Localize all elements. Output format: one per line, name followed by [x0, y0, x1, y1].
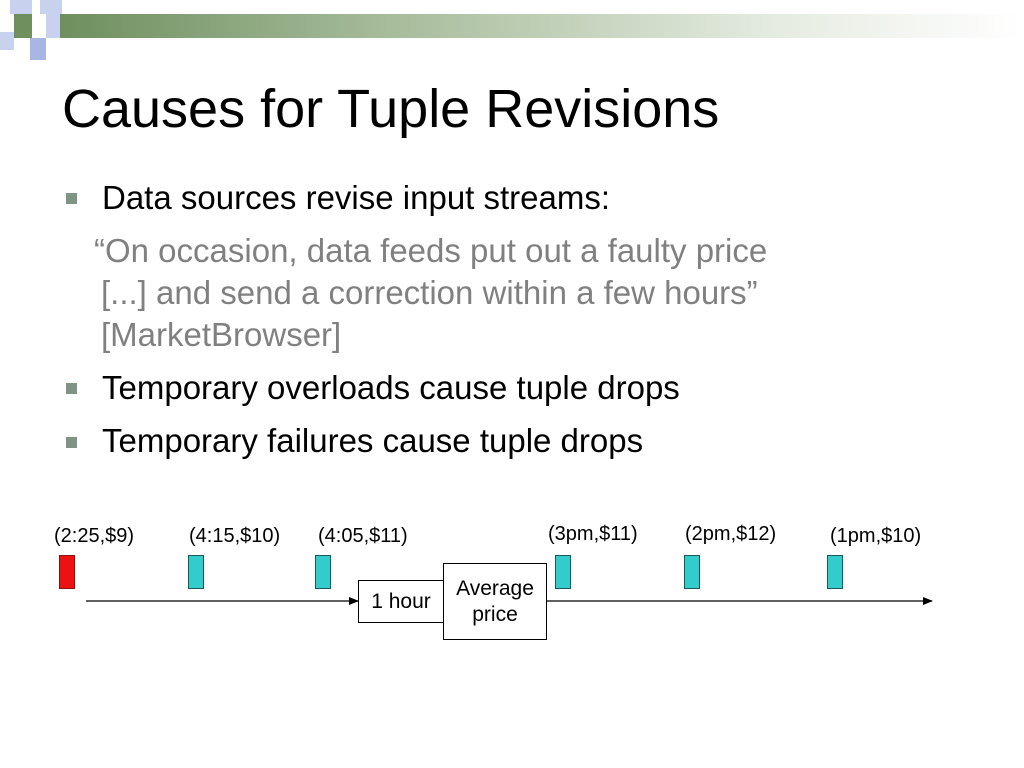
slide-title: Causes for Tuple Revisions	[62, 79, 720, 139]
tuple-box	[555, 555, 571, 589]
decor-square	[0, 32, 14, 50]
bullet-marker	[66, 437, 77, 448]
aggregate-operator-label: Average	[456, 576, 534, 600]
decor-square	[30, 38, 46, 60]
decor-square	[14, 14, 32, 38]
header-gradient-bar	[60, 14, 1024, 38]
input-tuple-label: (2:25,$9)	[54, 525, 135, 547]
bullet-text: Temporary overloads cause tuple drops	[102, 369, 680, 406]
decor-square	[32, 14, 46, 38]
quote-line: [MarketBrowser]	[101, 316, 342, 353]
bullet-text: Temporary failures cause tuple drops	[102, 422, 644, 459]
revised-tuple-box	[59, 555, 75, 589]
decor-square	[40, 0, 62, 14]
quote-line: [...] and send a correction within a few…	[101, 274, 758, 311]
output-tuple-label: (2pm,$12)	[685, 523, 777, 545]
input-tuple-label: (4:15,$10)	[189, 525, 281, 547]
input-tuple-label: (4:05,$11)	[318, 525, 408, 547]
tuple-box	[684, 555, 700, 589]
window-operator-label: 1 hour	[371, 589, 431, 613]
output-tuple-label: (1pm,$10)	[830, 525, 922, 547]
aggregate-operator-label: price	[472, 602, 518, 626]
bullet-text: Data sources revise input streams:	[102, 179, 611, 216]
tuple-box	[827, 555, 843, 589]
bullet-marker	[66, 383, 77, 394]
decor-square	[10, 0, 32, 14]
tuple-box	[188, 555, 204, 589]
bullet-marker	[66, 193, 77, 204]
quote-block: “On occasion, data feeds put out a fault…	[94, 230, 931, 356]
tuple-box	[315, 555, 331, 589]
quote-line: “On occasion, data feeds put out a fault…	[94, 232, 768, 269]
decor-square	[46, 14, 60, 38]
window-operator-box: 1 hour	[358, 580, 444, 623]
output-tuple-label: (3pm,$11)	[548, 523, 638, 545]
aggregate-operator-box: Average price	[443, 563, 547, 640]
